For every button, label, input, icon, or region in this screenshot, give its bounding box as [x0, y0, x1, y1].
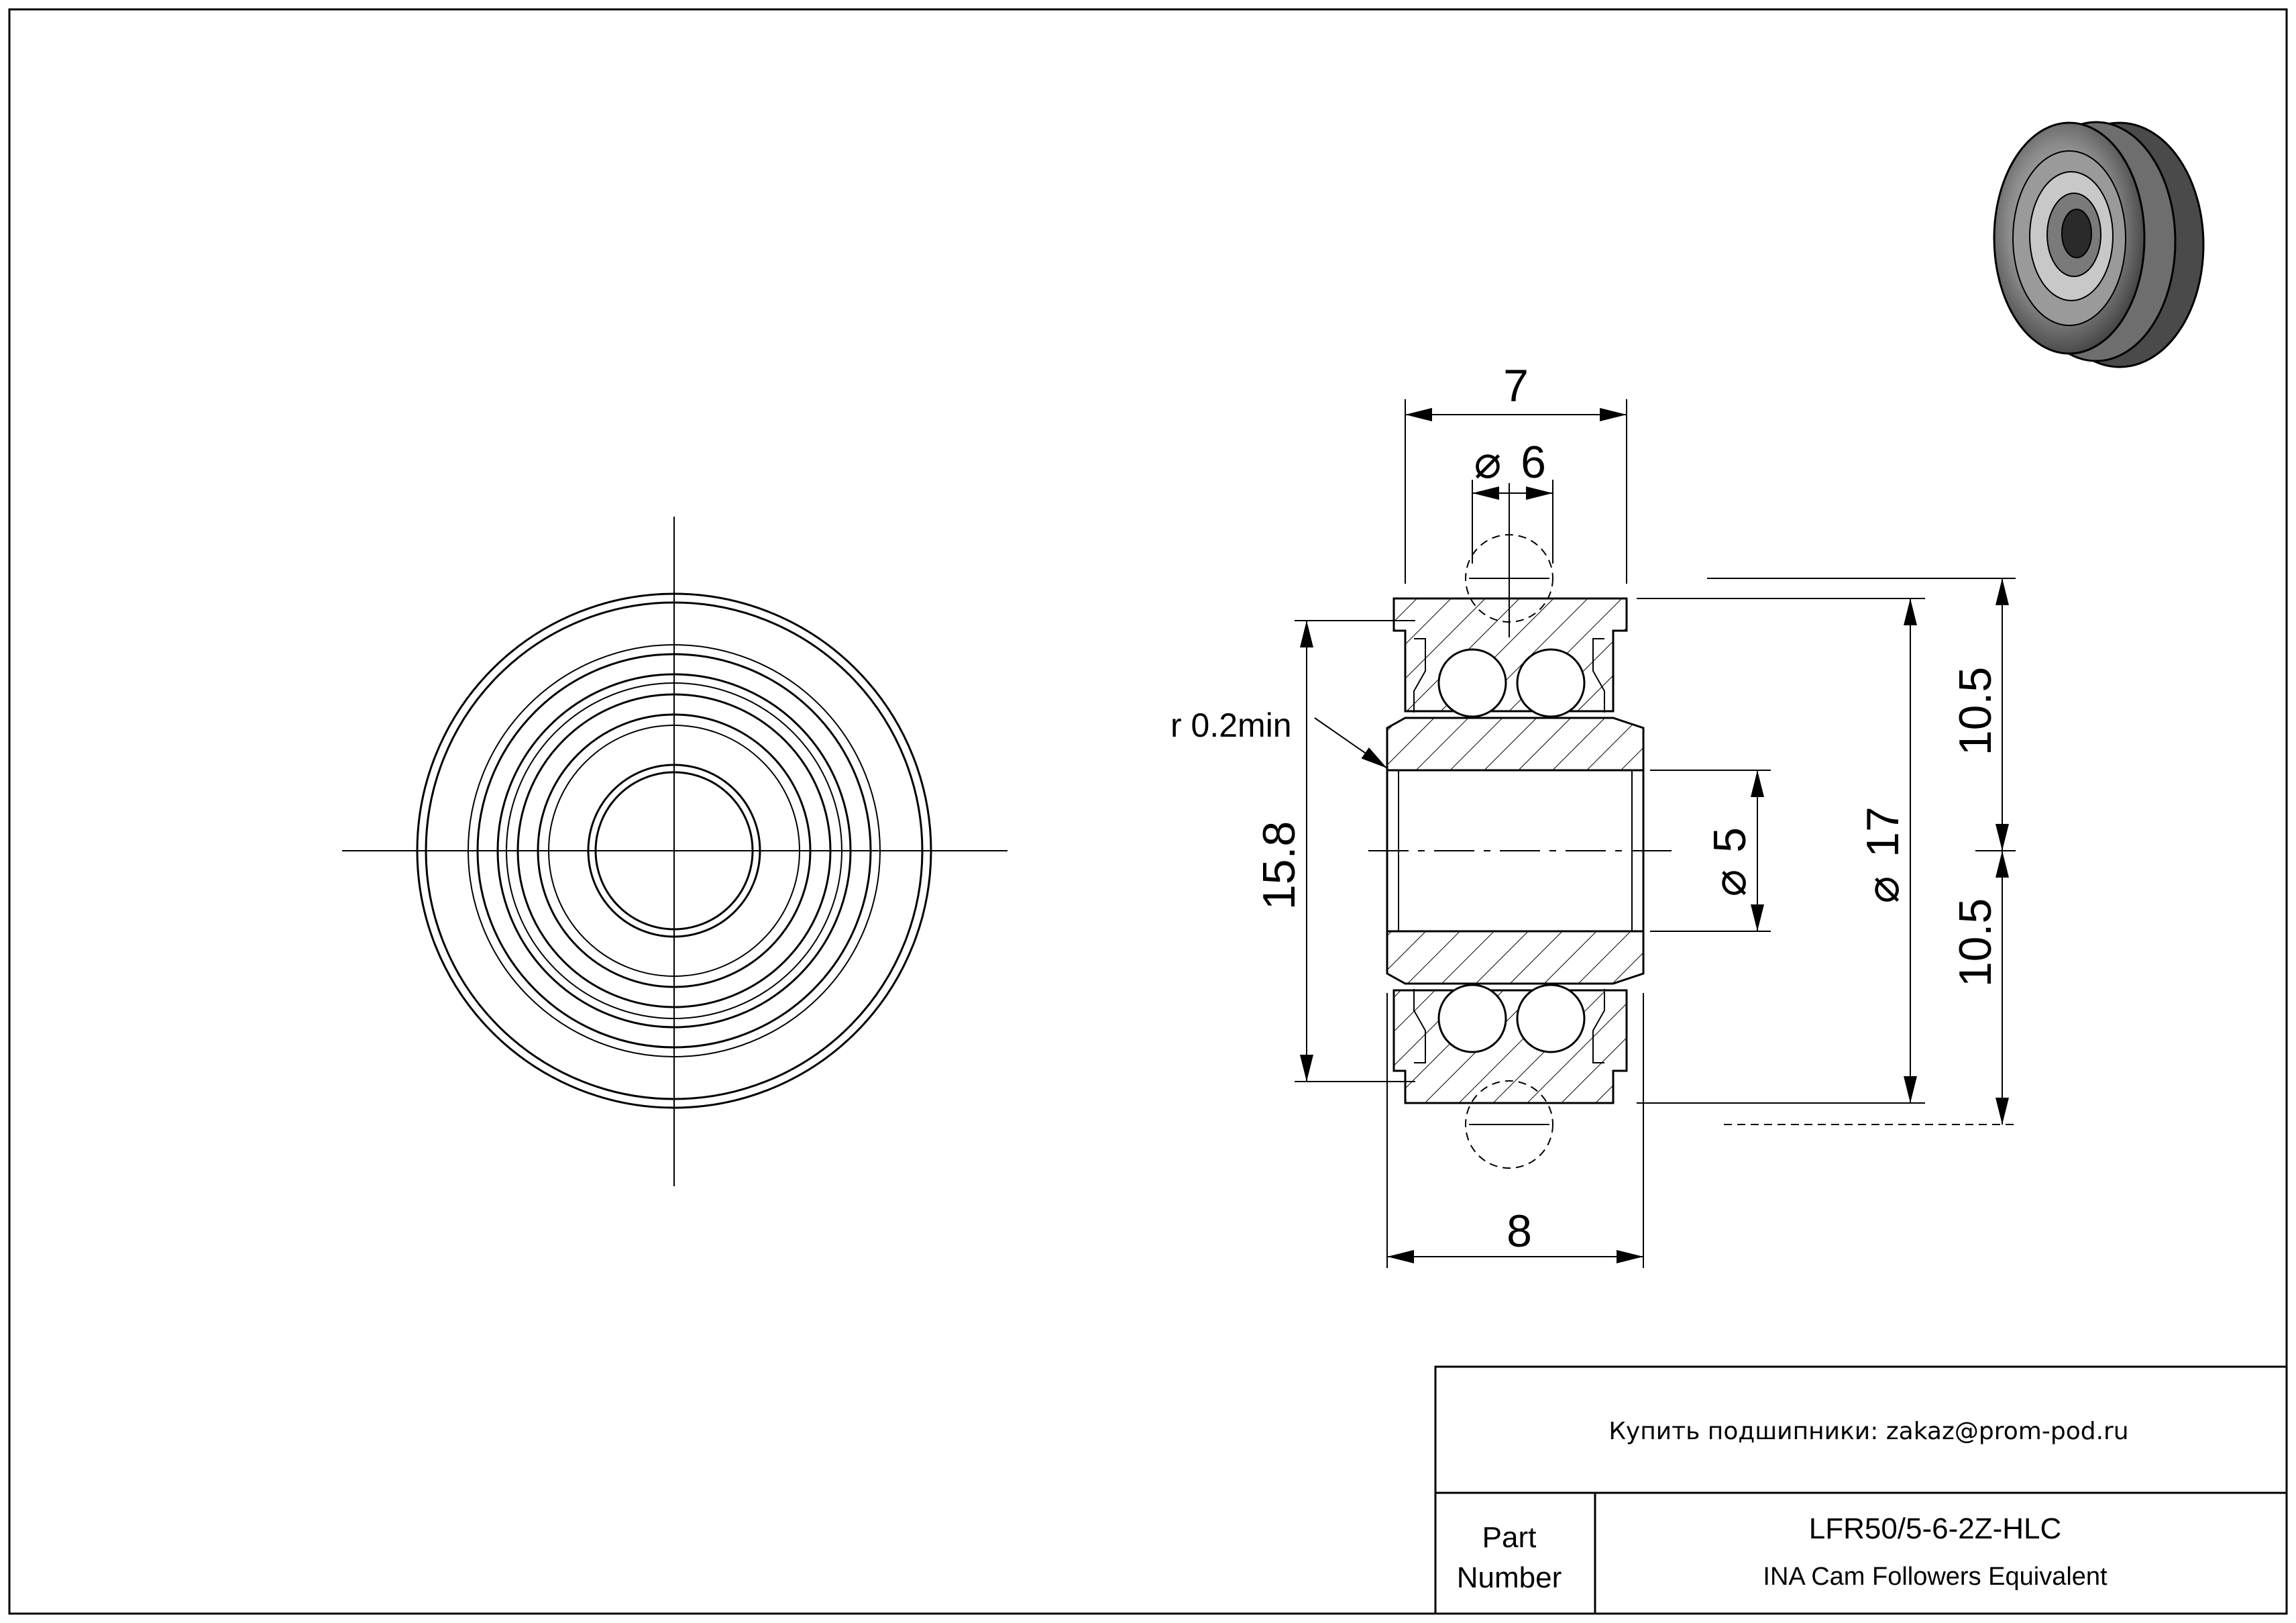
radius-note: r 0.2min — [1170, 706, 1292, 744]
dim-outer-dia: 17 — [1857, 806, 1908, 857]
dim-width-top: 7 — [1503, 360, 1529, 411]
dim-bore-symbol: ⌀ — [1704, 870, 1755, 897]
dim-half-top: 10.5 — [1950, 667, 2001, 755]
dim-ball-dia: 6 — [1521, 437, 1546, 488]
title-block — [1434, 1365, 2288, 1615]
part-label-line2: Number — [1457, 1561, 1562, 1594]
dim-ball-dia-symbol: ⌀ — [1474, 437, 1502, 488]
bearing-3d-icon — [1993, 121, 2205, 368]
dim-height-inner: 15.8 — [1254, 821, 1305, 910]
dim-width-bottom: 8 — [1507, 1206, 1532, 1257]
part-number: LFR50/5-6-2Z-HLC — [1809, 1512, 2062, 1545]
dimension-lines — [1295, 399, 2016, 1268]
part-description: INA Cam Followers Equivalent — [1763, 1563, 2108, 1591]
front-view — [342, 517, 1007, 1186]
part-label-line1: Part — [1482, 1521, 1537, 1554]
section-view — [1368, 483, 1677, 1169]
contact-text: Купить подшипники: zakaz@prom-pod.ru — [1608, 1418, 2128, 1445]
dim-half-bottom: 10.5 — [1950, 898, 2001, 987]
sheet-border — [8, 8, 2288, 1615]
dim-outer-symbol: ⌀ — [1857, 876, 1908, 904]
dim-bore: 5 — [1704, 827, 1755, 853]
